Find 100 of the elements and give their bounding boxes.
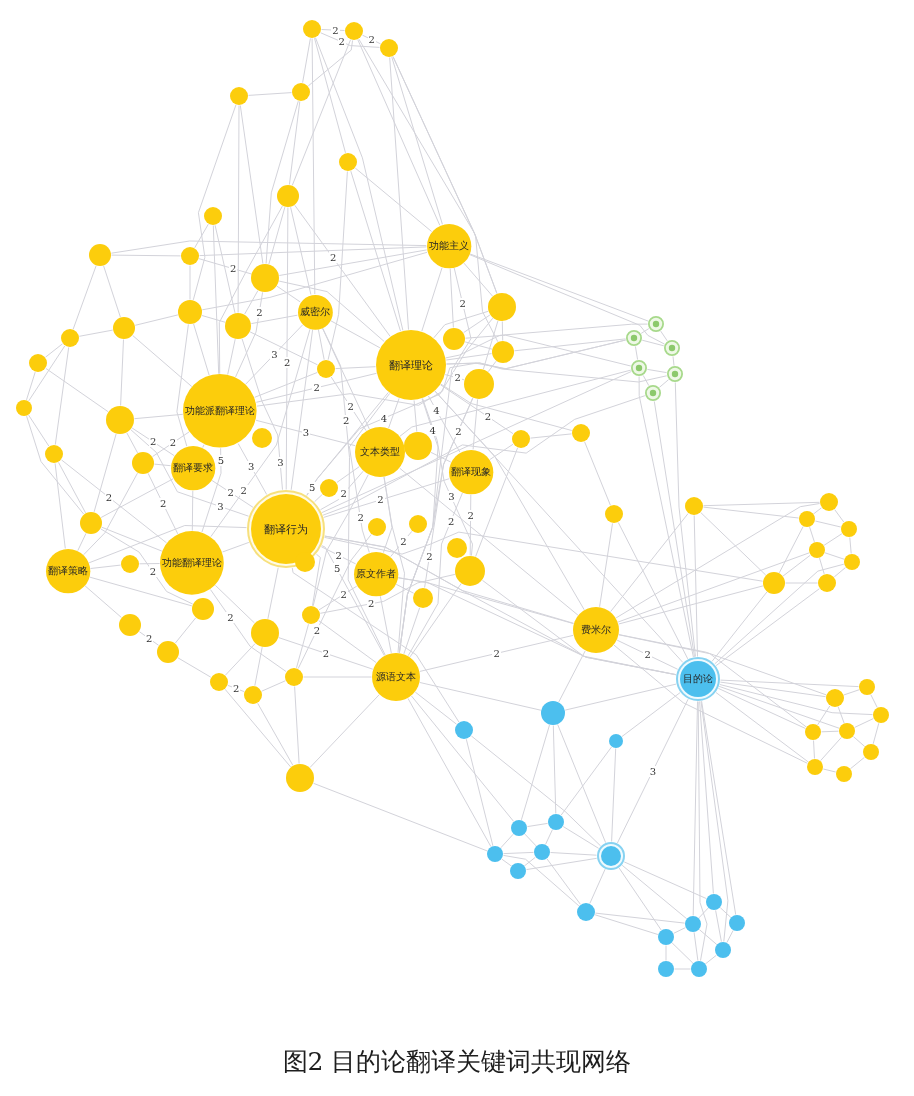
connector-line (294, 204, 391, 337)
connector-line (403, 607, 421, 655)
connector-line (524, 833, 537, 847)
connector-line (700, 700, 729, 942)
connector-line (720, 679, 859, 688)
connector-line (503, 851, 534, 855)
connector-line (28, 414, 50, 447)
connector-line (314, 37, 346, 154)
connector-line (324, 531, 764, 582)
connector-line (26, 415, 85, 515)
connector-line (726, 930, 734, 943)
connector-line (837, 706, 845, 724)
edge-label: 2 (466, 510, 475, 522)
connector-line (249, 331, 318, 366)
connector-line (134, 314, 179, 326)
connector-line (482, 320, 499, 370)
connector-line (834, 509, 845, 523)
connector-line (617, 522, 689, 660)
edge-label: 4 (379, 412, 388, 424)
connector-line (77, 532, 87, 552)
edge-label: 2 (232, 683, 241, 694)
connector-line (321, 371, 632, 514)
edge-label: 3 (301, 427, 311, 439)
connector-line (290, 329, 314, 491)
connector-line (110, 240, 427, 254)
connector-line (54, 346, 70, 446)
connector-line (250, 314, 298, 325)
connector-line (430, 451, 452, 463)
connector-line (711, 591, 768, 662)
connector-line (673, 927, 686, 934)
connector-line (131, 427, 175, 457)
connector-line (103, 265, 121, 318)
connector-line (395, 583, 415, 594)
connector-line (254, 372, 318, 398)
edge-label: 2 (228, 263, 238, 275)
connector-line (389, 57, 409, 331)
node-label: 翻译理论 (389, 358, 433, 372)
connector-line (560, 746, 612, 816)
connector-line (350, 170, 401, 332)
connector-line (564, 683, 677, 711)
connector-line (320, 546, 357, 565)
connector-line (321, 545, 385, 656)
connector-line (849, 537, 852, 554)
connector-line (330, 376, 367, 432)
node-label: 原文作者 (356, 568, 396, 580)
edge-label: 3 (447, 491, 456, 503)
connector-line (545, 829, 553, 845)
connector-line (501, 321, 504, 341)
connector-line (89, 576, 193, 607)
connector-line (819, 557, 825, 575)
edge-label: 2 (346, 400, 355, 412)
edge-label: 2 (321, 647, 331, 659)
connector-line (198, 258, 252, 275)
node-label: 源语文本 (376, 671, 416, 683)
connector-line (778, 526, 804, 574)
connector-line (407, 697, 492, 848)
connector-line (318, 620, 377, 664)
connector-line (397, 577, 574, 625)
connector-line (147, 472, 179, 535)
connector-line (487, 360, 497, 373)
connector-line (646, 368, 668, 374)
connector-line (465, 738, 494, 847)
connector-line (126, 432, 139, 454)
connector-line (715, 909, 722, 943)
connector-line (257, 702, 294, 766)
connector-line (611, 748, 617, 842)
connector-line (693, 931, 699, 962)
connector-line (660, 330, 668, 342)
node-label: 费米尔 (581, 624, 611, 636)
connector-line (500, 833, 514, 849)
edge-label: 2 (454, 425, 463, 437)
connector-line (397, 577, 677, 676)
connector-line (315, 37, 404, 331)
edge-label: 3 (270, 349, 279, 360)
connector-line (610, 513, 689, 613)
edge-label: 2 (255, 306, 264, 318)
connector-line (850, 756, 865, 770)
connector-line (594, 912, 686, 924)
connector-line (88, 525, 247, 564)
connector-line (703, 501, 820, 507)
connector-line (93, 433, 117, 513)
connector-line (717, 687, 806, 729)
connector-line (465, 334, 632, 367)
connector-line (641, 339, 665, 347)
connector-line (26, 371, 36, 401)
connector-line (821, 730, 839, 733)
connector-line (445, 353, 493, 361)
edge-label: 2 (226, 487, 235, 499)
connector-line (306, 391, 389, 496)
node-label: 威密尔 (300, 306, 330, 318)
connector-line (336, 466, 360, 483)
connector-line (692, 701, 698, 916)
connector-line (314, 494, 323, 503)
connector-line (278, 280, 385, 343)
connector-line (715, 692, 809, 763)
connector-line (256, 339, 627, 407)
connector-line (354, 167, 433, 232)
connector-line (616, 639, 679, 670)
connector-line (813, 507, 822, 515)
connector-line (294, 686, 300, 764)
